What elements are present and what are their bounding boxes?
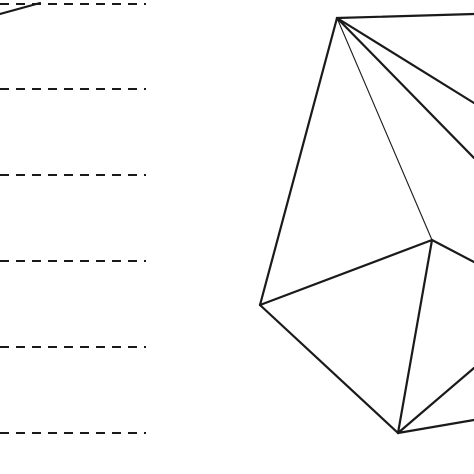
inner-edge-vertical — [396, 238, 434, 435]
inner-edge-lower-right — [396, 366, 474, 435]
polygon-edge-bottom — [396, 418, 474, 435]
fan-edge-3 — [336, 17, 433, 241]
inner-edge-right — [430, 238, 474, 264]
inner-edge-left — [258, 238, 434, 307]
fan-edge-2 — [335, 16, 474, 160]
fan-edge-1 — [335, 16, 474, 105]
polygon-edge-left-upper — [258, 16, 339, 307]
polygon-edge-left-lower — [258, 303, 400, 435]
triangulated-polygon — [258, 12, 474, 435]
dashed-lines-panel — [0, 1, 146, 434]
polygon-edge-top — [335, 12, 474, 20]
